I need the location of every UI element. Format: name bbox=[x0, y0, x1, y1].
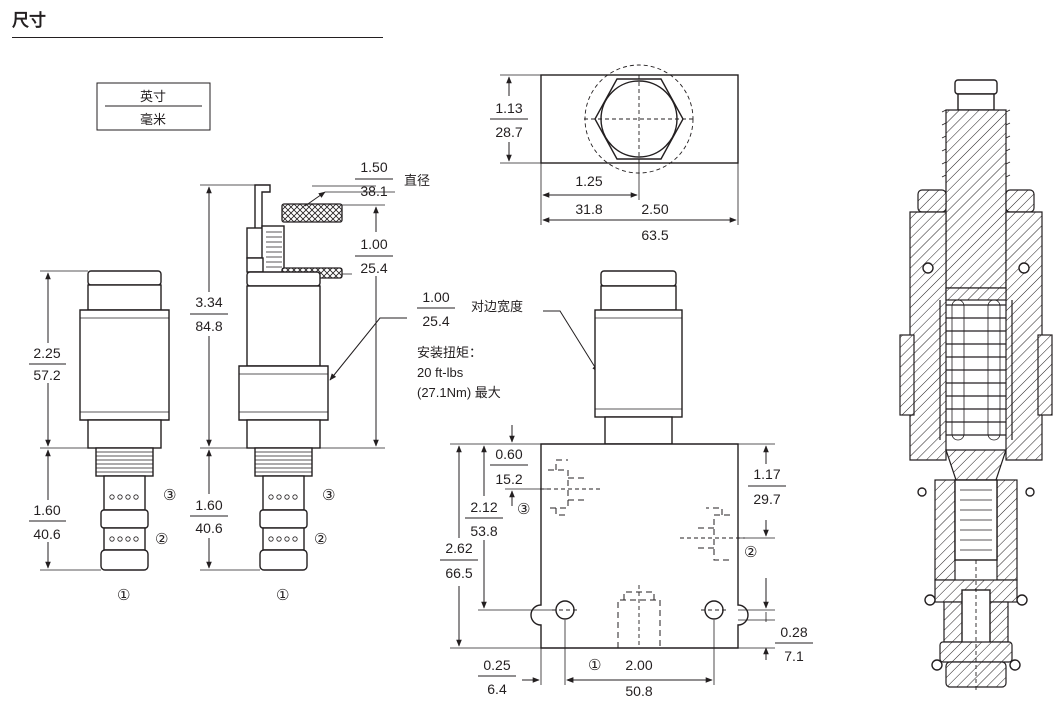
dim-cart-len-in: 1.60 bbox=[33, 502, 60, 518]
dim-top-width-mm: 63.5 bbox=[641, 227, 668, 243]
dim-cart-len-mm: 40.6 bbox=[33, 526, 60, 542]
dim-block-h-in: 2.62 bbox=[445, 540, 472, 556]
dim-port2-pos-mm: 29.7 bbox=[753, 491, 780, 507]
dim-top-half-mm: 31.8 bbox=[575, 201, 602, 217]
cross-section bbox=[899, 79, 1053, 690]
dim-knob-gap-mm: 25.4 bbox=[360, 260, 387, 276]
cartridge-knob-dims: 3.34 84.8 1.60 40.6 ③ ② ① 1.50 38.1 直径 1… bbox=[186, 159, 430, 604]
dim-port3-top-mm: 15.2 bbox=[495, 471, 522, 487]
dim-knob-dia-in: 1.50 bbox=[360, 159, 387, 175]
port1-label-2: ① bbox=[276, 587, 289, 604]
dim-top-width-in: 2.50 bbox=[641, 201, 668, 217]
cartridge-dims: 2.25 57.2 1.60 40.6 ③ ② ① bbox=[25, 270, 176, 604]
label-diameter: 直径 bbox=[404, 173, 430, 188]
unit-legend: 英寸 毫米 bbox=[96, 82, 211, 131]
dim-hole-span-in: 2.00 bbox=[625, 657, 652, 673]
dim-hole-in-in: 0.25 bbox=[483, 657, 510, 673]
hex-note: 1.00 25.4 对边宽度 安装扭矩： 20 ft-lbs (27.1Nm) … bbox=[417, 289, 599, 400]
dim-port3-top-in: 0.60 bbox=[495, 446, 522, 462]
top-view-dims: 1.13 28.7 1.25 31.8 2.50 63.5 bbox=[486, 74, 739, 243]
front-view-dims: 2.62 66.5 0.60 15.2 ③ 2.12 53.8 1.17 29.… bbox=[436, 425, 813, 700]
dim-hole-span-mm: 50.8 bbox=[625, 683, 652, 699]
front-view bbox=[530, 270, 749, 649]
dim-hole-in-mm: 6.4 bbox=[487, 681, 507, 697]
label-across-flats: 对边宽度 bbox=[471, 299, 523, 314]
port3-label-front: ③ bbox=[517, 501, 530, 518]
dim-hole-up-in: 0.28 bbox=[780, 624, 807, 640]
page-title: 尺寸 bbox=[12, 11, 46, 30]
dim-port2-pos-in: 1.17 bbox=[753, 466, 780, 482]
dim-knob-dia-mm: 38.1 bbox=[360, 183, 387, 199]
dim-top-half-in: 1.25 bbox=[575, 173, 602, 189]
cartridge-view bbox=[79, 270, 170, 571]
cartridge-knob-view bbox=[238, 184, 343, 571]
dim-total-len-in: 3.34 bbox=[195, 294, 222, 310]
label-torque-title: 安装扭矩： bbox=[417, 345, 482, 360]
dim-top-height-in: 1.13 bbox=[495, 100, 522, 116]
dim-hole-up-mm: 7.1 bbox=[784, 648, 804, 664]
legend-mm: 毫米 bbox=[140, 112, 166, 127]
title-divider bbox=[12, 37, 383, 38]
port1-label: ① bbox=[117, 587, 130, 604]
dim-top-height-mm: 28.7 bbox=[495, 124, 522, 140]
dim-cart-len2-in: 1.60 bbox=[195, 497, 222, 513]
port2-label-front: ② bbox=[744, 544, 757, 561]
dim-port3-pos-mm: 53.8 bbox=[470, 523, 497, 539]
dim-block-h-mm: 66.5 bbox=[445, 565, 472, 581]
port2-label-2: ② bbox=[314, 531, 327, 548]
port3-label: ③ bbox=[163, 487, 176, 504]
dim-hex-mm: 25.4 bbox=[422, 313, 449, 329]
port3-label-2: ③ bbox=[322, 487, 335, 504]
dim-body-len-mm: 57.2 bbox=[33, 367, 60, 383]
dim-hex-in: 1.00 bbox=[422, 289, 449, 305]
dim-knob-gap-in: 1.00 bbox=[360, 236, 387, 252]
port2-label: ② bbox=[155, 531, 168, 548]
legend-inch: 英寸 bbox=[140, 89, 166, 104]
top-view bbox=[540, 64, 739, 174]
dim-cart-len2-mm: 40.6 bbox=[195, 520, 222, 536]
port1-label-front: ① bbox=[588, 657, 601, 674]
dim-body-len-in: 2.25 bbox=[33, 345, 60, 361]
dim-port3-pos-in: 2.12 bbox=[470, 499, 497, 515]
label-torque-max: (27.1Nm) 最大 bbox=[417, 385, 501, 400]
dim-total-len-mm: 84.8 bbox=[195, 318, 222, 334]
label-torque-value: 20 ft-lbs bbox=[417, 365, 464, 380]
